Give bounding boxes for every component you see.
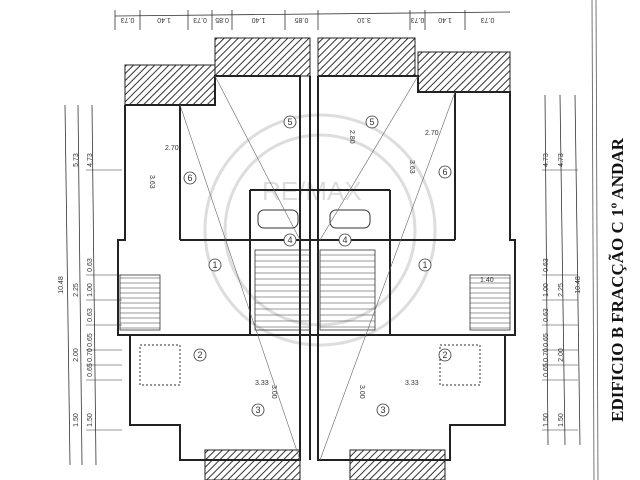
dimension-label: 0.73 [121, 16, 135, 23]
dimension-label: 2.70 [425, 130, 439, 137]
dimension-label: 3.33 [405, 380, 419, 387]
dimension-label: 1.50 [87, 413, 94, 427]
dimension-label: 4.73 [543, 153, 550, 167]
room-number: 6 [187, 173, 192, 183]
dimension-label: 0.85 [295, 16, 309, 23]
drawing-title-text: EDIFICIO B FRACÇÃO C 1º ANDAR [608, 138, 627, 422]
dimension-label: 1.40 [438, 16, 452, 23]
balcony-top-right [317, 37, 416, 77]
dimension-label: 2.70 [165, 145, 179, 152]
shower-icon [439, 344, 481, 386]
border-line [591, 0, 595, 480]
balcony-bottom-right [349, 449, 446, 480]
dimension-label: 4.73 [87, 153, 94, 167]
dimension-label: 2.00 [558, 348, 565, 362]
dimension-label: 3.10 [357, 16, 371, 23]
dimension-label: 2.00 [73, 348, 80, 362]
room-number-marker [208, 258, 222, 272]
shower-icon [139, 344, 181, 386]
dimension-label: 0.70 [543, 348, 550, 362]
room-number: 6 [442, 167, 447, 177]
room-number: 1 [212, 260, 217, 270]
top-dimension-line: 0.73 1.40 0.73 0.85 1.40 0.85 3.10 0.73 1.40 0.73 [114, 10, 511, 30]
room-number-marker [418, 258, 432, 272]
room-number-marker [283, 115, 297, 129]
room-number-marker [438, 348, 452, 362]
room-number-marker [283, 233, 297, 247]
section-lines [179, 75, 456, 461]
dimension-label: 1.00 [543, 283, 550, 297]
dimension-label: 0.65 [543, 333, 550, 347]
dimension-label: 1.00 [87, 283, 94, 297]
border-line [595, 0, 599, 480]
balcony-bottom-left [204, 449, 301, 480]
dimension-label: 3.63 [148, 175, 155, 189]
room-number-marker [376, 403, 390, 417]
right-dimension-lines: 10.48 4.73 2.25 2.00 1.50 4.73 0.63 1.00 0.63 0.6… [542, 94, 582, 446]
dimension-label: 0.73 [193, 16, 207, 23]
dimension-label: 3.00 [270, 385, 277, 399]
dimension-label: 1.40 [252, 16, 266, 23]
room-number: 4 [287, 235, 292, 245]
dimension-label: 2.25 [558, 283, 565, 297]
dimension-label: 5.73 [73, 153, 80, 167]
balcony-left [124, 64, 216, 106]
balcony-top-left [214, 37, 311, 77]
dimension-label: 0.63 [543, 308, 550, 322]
room-number: 2 [442, 350, 447, 360]
dimension-label: 1.50 [543, 413, 550, 427]
bathtub-icon [257, 209, 299, 229]
room-number: 2 [197, 350, 202, 360]
dimension-label: 1.40 [480, 277, 494, 284]
room-number-marker [365, 115, 379, 129]
dimension-label: 3.63 [408, 160, 415, 174]
left-dimension-lines: 10.48 5.73 2.25 2.00 1.50 4.73 0.63 1.00 0.63 0.6… [58, 104, 122, 466]
dimension-label: 4.73 [558, 153, 565, 167]
dimension-label: 0.85 [215, 16, 229, 23]
room-number-marker [338, 233, 352, 247]
dimension-label: 3.33 [255, 380, 269, 387]
dimension-label: 2.80 [348, 130, 355, 144]
bathtub-icon [329, 209, 371, 229]
drawing-title: EDIFICIO B FRACÇÃO C 1º ANDAR [598, 80, 638, 480]
room-number: 1 [422, 260, 427, 270]
room-number: 5 [287, 117, 292, 127]
room-number-marker [251, 403, 265, 417]
balcony-right [417, 51, 511, 93]
dimension-label: 10.48 [58, 276, 65, 294]
stairs [119, 249, 511, 331]
dimension-label: 1.50 [73, 413, 80, 427]
dimension-label: 1.50 [558, 413, 565, 427]
dimension-label: 0.70 [87, 348, 94, 362]
dimension-label: 3.00 [358, 385, 365, 399]
dimension-label: 2.25 [73, 283, 80, 297]
room-number: 4 [342, 235, 347, 245]
room-number-marker [438, 165, 452, 179]
dimension-label: 1.40 [157, 16, 171, 23]
dimension-label: 0.73 [411, 16, 425, 23]
dimension-label: 0.63 [543, 258, 550, 272]
room-number: 5 [369, 117, 374, 127]
room-number-marker [183, 171, 197, 185]
room-number-marker [193, 348, 207, 362]
room-number: 3 [255, 405, 260, 415]
dimension-label: 0.63 [87, 308, 94, 322]
dimension-label: 0.63 [87, 258, 94, 272]
room-number: 3 [380, 405, 385, 415]
dimension-label: 0.65 [87, 363, 94, 377]
dimension-label: 0.73 [481, 16, 495, 23]
dimension-label: 10.48 [575, 276, 582, 294]
dimension-label: 0.65 [543, 363, 550, 377]
dimension-label: 0.65 [87, 333, 94, 347]
